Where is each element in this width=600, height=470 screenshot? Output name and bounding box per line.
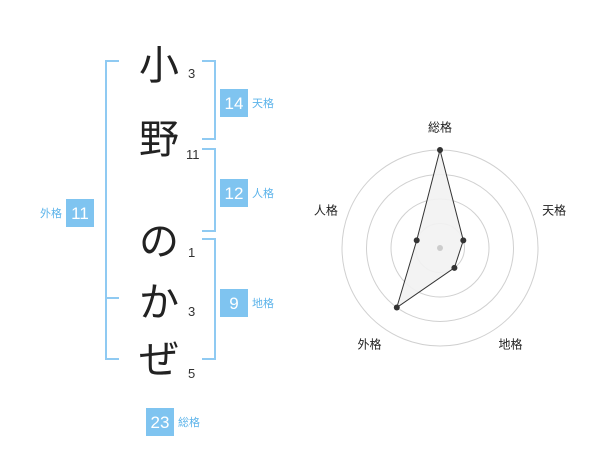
stroke-count-4: 3 (188, 304, 196, 319)
radar-polygon (395, 149, 464, 309)
gaikaku-badge: 外格 11 (36, 199, 94, 227)
radar-point-5 (413, 237, 420, 244)
radar-axis-label-3: 地格 (498, 337, 522, 352)
radar-axis-label-2: 天格 (542, 202, 566, 217)
tenkaku-label: 天格 (252, 97, 274, 110)
chikaku-badge: 9 地格 (220, 289, 278, 317)
name-char-2: 野 (139, 117, 179, 163)
tenkaku-value: 14 (220, 89, 248, 117)
radar-point-2 (460, 237, 467, 244)
soukaku-label: 総格 (178, 416, 200, 429)
jinkaku-label: 人格 (252, 187, 274, 200)
jinkaku-bracket (202, 148, 216, 232)
radar-points (393, 147, 467, 311)
chikaku-label: 地格 (252, 297, 274, 310)
stroke-count-1: 3 (188, 66, 196, 81)
gaikaku-bracket (105, 60, 119, 360)
soukaku-value: 23 (146, 408, 174, 436)
radar-axis-label-1: 総格 (428, 120, 452, 135)
radar-point-1 (437, 147, 443, 153)
radar-center-dot (437, 245, 443, 251)
gaikaku-value: 11 (66, 199, 94, 227)
name-char-5: ぜ (139, 337, 179, 383)
soukaku-badge: 23 総格 (146, 408, 204, 436)
gaikaku-label: 外格 (40, 207, 62, 220)
radar-axis-label-4: 外格 (357, 337, 381, 352)
radar-axis-label-5: 人格 (314, 202, 338, 217)
name-char-3: の (139, 219, 179, 265)
gaikaku-bracket-tick (105, 297, 119, 299)
name-char-4: か (139, 280, 179, 326)
chikaku-value: 9 (220, 289, 248, 317)
stroke-count-2: 11 (186, 147, 200, 162)
jinkaku-badge: 12 人格 (220, 179, 278, 207)
tenkaku-bracket (202, 60, 216, 140)
stroke-count-5: 5 (188, 366, 196, 381)
chikaku-bracket (202, 238, 216, 360)
name-char-1: 小 (139, 43, 179, 89)
radar-point-4 (393, 304, 400, 311)
jinkaku-value: 12 (220, 179, 248, 207)
radar-point-3 (451, 264, 458, 271)
tenkaku-badge: 14 天格 (220, 89, 278, 117)
stroke-count-3: 1 (188, 245, 196, 260)
